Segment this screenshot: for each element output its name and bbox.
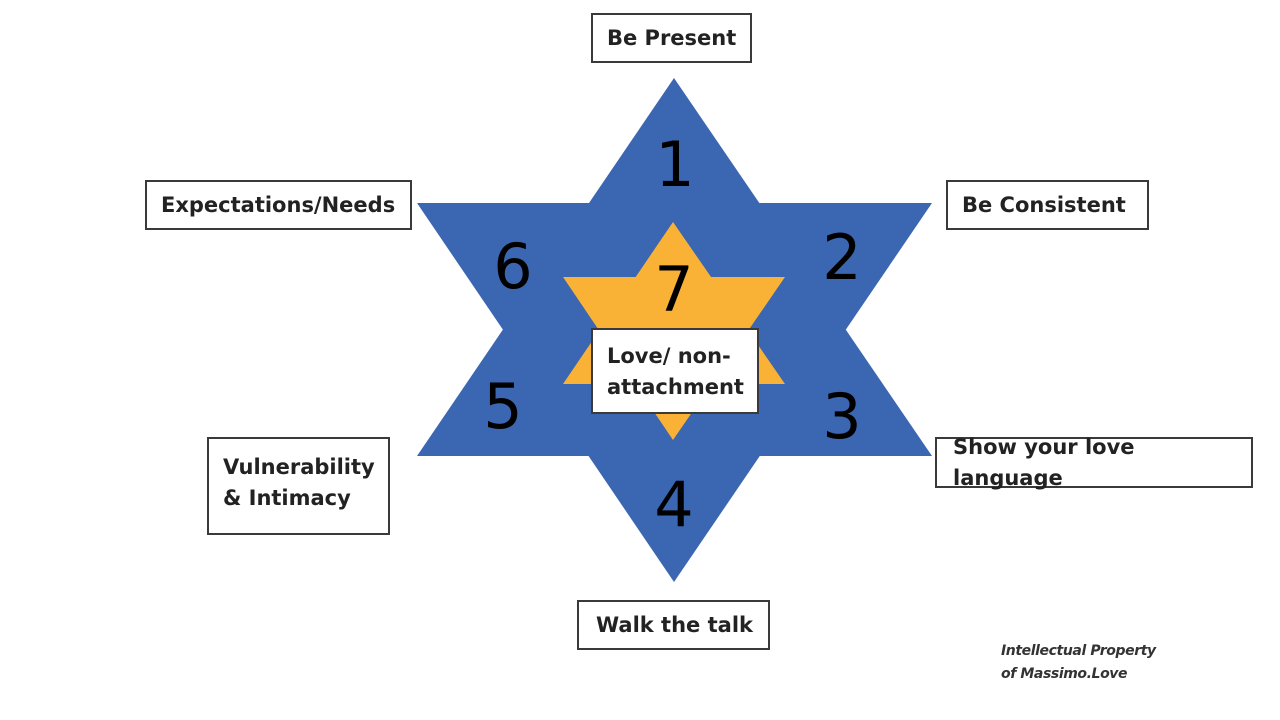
label-box-be-consistent: Be Consistent (946, 180, 1149, 230)
label-box-vulnerability: Vulnerability & Intimacy (207, 437, 390, 535)
point-number-2: 2 (822, 221, 861, 294)
label-center-line2: attachment (607, 375, 744, 399)
credit-line1: Intellectual Property (1001, 643, 1156, 659)
point-number-6: 6 (493, 230, 532, 303)
center-number-7: 7 (654, 253, 693, 326)
point-number-4: 4 (654, 468, 693, 541)
label-expectations: Expectations/Needs (161, 192, 396, 217)
point-number-1: 1 (655, 128, 694, 201)
label-box-walk-the-talk: Walk the talk (577, 600, 770, 650)
credit-line2: of Massimo.Love (1001, 666, 1128, 682)
label-box-be-present: Be Present (591, 13, 752, 63)
label-vulnerability-line1: Vulnerability (223, 455, 375, 479)
label-box-center: Love/ non- attachment (591, 328, 759, 414)
label-love-language: Show your love language (953, 434, 1135, 490)
label-box-love-language: Show your love language (935, 435, 1253, 490)
label-be-present: Be Present (607, 25, 737, 50)
label-walk-the-talk: Walk the talk (596, 612, 753, 637)
credit-note: Intellectual Property of Massimo.Love (1001, 640, 1156, 686)
label-be-consistent: Be Consistent (962, 192, 1126, 217)
label-vulnerability-line2: & Intimacy (223, 486, 351, 510)
point-number-3: 3 (822, 380, 861, 453)
label-center-line1: Love/ non- (607, 344, 731, 368)
label-box-expectations: Expectations/Needs (145, 180, 412, 230)
point-number-5: 5 (483, 370, 522, 443)
